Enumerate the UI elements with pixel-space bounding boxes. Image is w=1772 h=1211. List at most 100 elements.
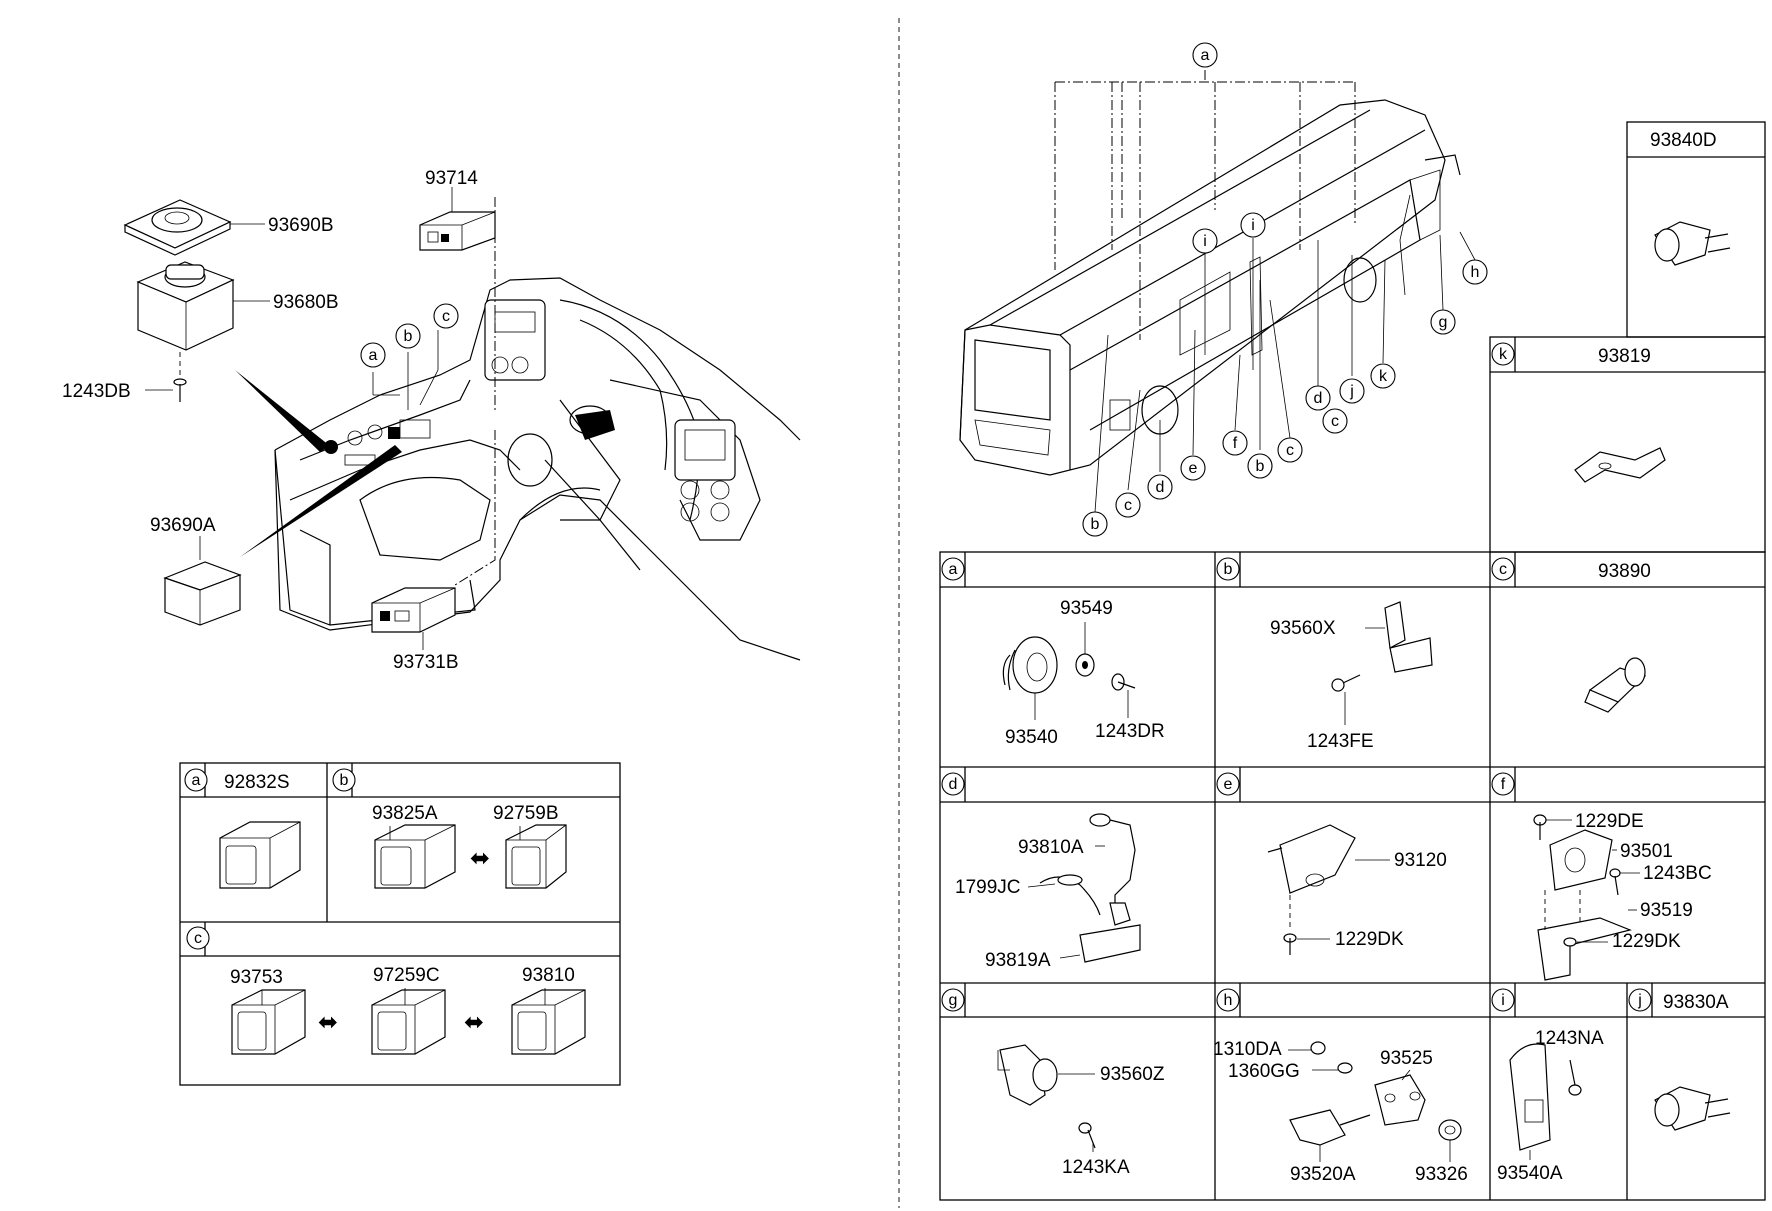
detail-e-p2: 1229DK	[1335, 929, 1404, 950]
svg-text:c: c	[1286, 442, 1294, 459]
bus-marker-h-1: h	[1462, 259, 1488, 285]
detail-d-p3: 93819A	[985, 950, 1051, 971]
dashboard-marker-c: c	[433, 303, 459, 329]
part-93810A-harness	[1059, 813, 1141, 963]
switch-cell-b-part1: 93825A	[372, 803, 438, 824]
detail-j-letter: j	[1628, 988, 1652, 1012]
svg-text:f: f	[1233, 435, 1238, 452]
svg-text:c: c	[1331, 413, 1339, 430]
rocker-switch-92759B	[505, 824, 567, 889]
bus-illustration	[959, 70, 1476, 513]
switch-cell-c-part3: 93810	[522, 965, 575, 986]
rocker-switch-93825A	[374, 824, 456, 889]
bus-marker-c-2: c	[1277, 437, 1303, 463]
svg-text:d: d	[1314, 390, 1323, 407]
svg-text:b: b	[404, 328, 413, 345]
bus-marker-a-top: a	[1192, 42, 1218, 68]
part-93731B-switch	[371, 587, 456, 650]
label-1243DB: 1243DB	[62, 381, 131, 402]
svg-text:d: d	[949, 776, 958, 793]
part-93520A-switch	[1289, 1109, 1371, 1162]
bus-marker-i-2: i	[1240, 212, 1266, 238]
switch-cell-c-part2: 97259C	[373, 965, 440, 986]
detail-b-p2: 1243FE	[1307, 731, 1374, 752]
detail-93840D-label: 93840D	[1650, 130, 1717, 151]
detail-h-p5: 93326	[1415, 1164, 1468, 1185]
svg-text:b: b	[1256, 458, 1265, 475]
dashboard-marker-b: b	[395, 323, 421, 349]
svg-text:f: f	[1501, 776, 1506, 793]
detail-f-p3: 1243BC	[1643, 863, 1712, 884]
part-1243DR-screw	[1111, 673, 1136, 718]
switch-cell-c-part1: 93753	[230, 967, 283, 988]
part-93540-switch	[1002, 636, 1058, 720]
detail-i-p1: 1243NA	[1535, 1028, 1604, 1049]
bus-marker-k-1: k	[1370, 363, 1396, 389]
svg-text:h: h	[1471, 264, 1480, 281]
part-93120-switch	[1267, 824, 1390, 955]
svg-text:a: a	[192, 772, 201, 789]
rocker-switch-93753	[231, 989, 306, 1055]
part-93549-washer	[1075, 622, 1095, 677]
svg-text:d: d	[1156, 479, 1165, 496]
rocker-switch-92832S	[219, 821, 301, 889]
svg-text:i: i	[1203, 233, 1207, 250]
svg-text:b: b	[340, 772, 349, 789]
sensor-93830A	[1654, 1086, 1731, 1131]
detail-e-letter: e	[1216, 772, 1240, 796]
bus-marker-i-1: i	[1192, 228, 1218, 254]
svg-text:j: j	[1349, 383, 1354, 400]
detail-h-letter: h	[1216, 988, 1240, 1012]
switch-cell-b-part2: 92759B	[493, 803, 559, 824]
double-arrow-b: ⬌	[470, 845, 490, 872]
label-93680B: 93680B	[273, 292, 339, 313]
detail-f-p2: 93501	[1620, 841, 1673, 862]
svg-text:c: c	[442, 308, 450, 325]
part-93540A-switch	[1509, 1043, 1582, 1160]
part-93525-bracket	[1288, 1041, 1426, 1126]
detail-f-p1: 1229DE	[1575, 811, 1644, 832]
switch-cell-c-letter: c	[186, 926, 210, 950]
part-93326-grommet	[1438, 1119, 1462, 1162]
svg-text:j: j	[1637, 992, 1642, 1009]
bus-marker-d-1: d	[1147, 474, 1173, 500]
bus-marker-c-3: c	[1322, 408, 1348, 434]
svg-text:i: i	[1251, 217, 1255, 234]
detail-c-letter: c	[1491, 557, 1515, 581]
svg-text:e: e	[1189, 460, 1198, 477]
detail-d-p2: 1799JC	[955, 877, 1021, 898]
switch-cell-b-letter: b	[332, 768, 356, 792]
svg-text:k: k	[1499, 346, 1508, 363]
detail-f-letter: f	[1491, 772, 1515, 796]
detail-b-p1: 93560X	[1270, 618, 1336, 639]
svg-text:g: g	[1439, 314, 1448, 331]
label-93731B: 93731B	[393, 652, 459, 673]
svg-text:c: c	[194, 930, 202, 947]
label-93714: 93714	[425, 168, 478, 189]
svg-text:a: a	[1201, 47, 1210, 64]
svg-text:b: b	[1224, 561, 1233, 578]
svg-text:g: g	[949, 992, 958, 1009]
detail-a-p2: 93540	[1005, 727, 1058, 748]
detail-e-p1: 93120	[1394, 850, 1447, 871]
svg-text:c: c	[1499, 561, 1507, 578]
dashboard-marker-a: a	[360, 342, 386, 368]
switch-cell-a-letter: a	[184, 768, 208, 792]
part-1799JC-connector	[1027, 874, 1101, 916]
detail-k-letter: k	[1491, 342, 1515, 366]
bus-marker-j-1: j	[1339, 378, 1365, 404]
rocker-switch-97259C	[371, 988, 446, 1055]
bus-marker-e-1: e	[1180, 455, 1206, 481]
label-93690B: 93690B	[268, 215, 334, 236]
sensor-93840D	[1654, 221, 1731, 266]
detail-h-p3: 93525	[1380, 1048, 1433, 1069]
bus-marker-b-1: b	[1082, 511, 1108, 537]
part-93560Z-sensor	[997, 1044, 1096, 1152]
detail-f-p4: 93519	[1640, 900, 1693, 921]
bus-marker-b-2: b	[1247, 453, 1273, 479]
part-1243FE-screw	[1331, 674, 1361, 725]
part-93690A-block	[163, 536, 242, 626]
detail-d-p1: 93810A	[1018, 837, 1084, 858]
detail-g-p2: 1243KA	[1062, 1157, 1130, 1178]
